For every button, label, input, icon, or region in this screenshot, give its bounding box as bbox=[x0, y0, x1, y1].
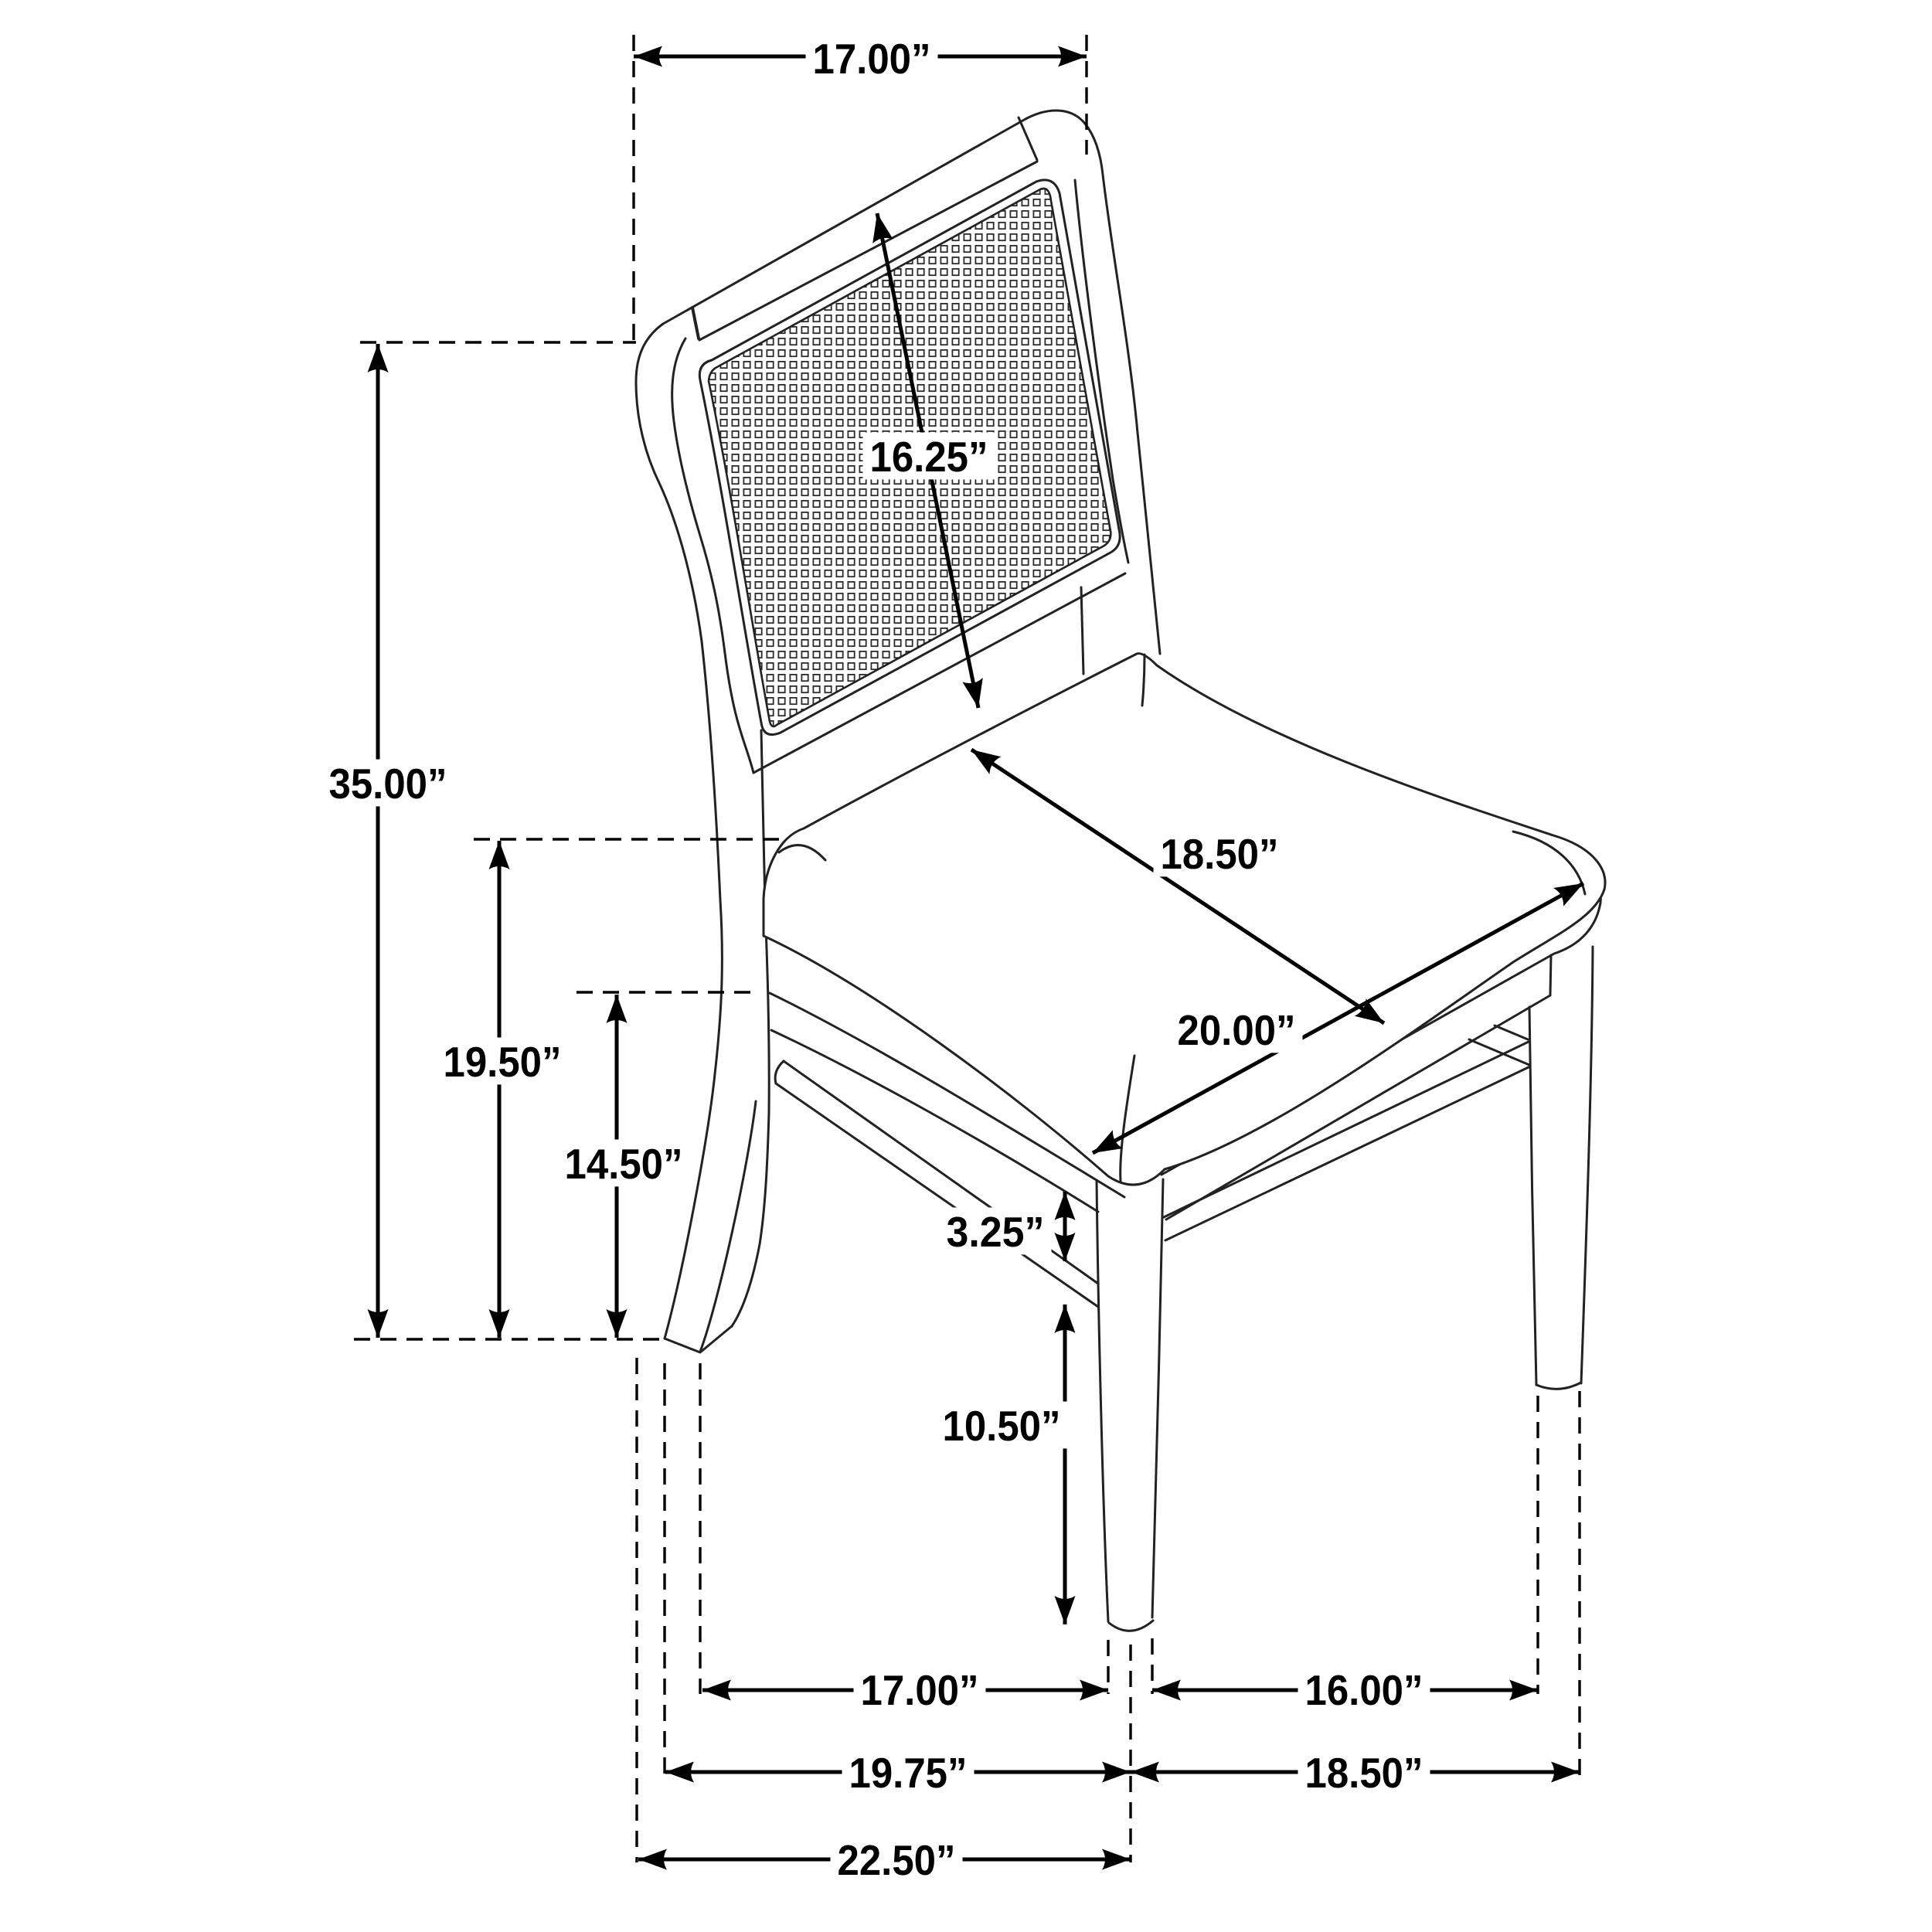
svg-text:19.75”: 19.75” bbox=[849, 1749, 968, 1797]
svg-text:19.50”: 19.50” bbox=[444, 1038, 562, 1086]
svg-text:22.50”: 22.50” bbox=[838, 1836, 956, 1884]
svg-text:17.00”: 17.00” bbox=[861, 1666, 979, 1714]
svg-text:18.50”: 18.50” bbox=[1305, 1749, 1423, 1797]
svg-text:16.25”: 16.25” bbox=[870, 433, 988, 481]
svg-text:3.25”: 3.25” bbox=[947, 1208, 1045, 1256]
svg-text:35.00”: 35.00” bbox=[329, 760, 447, 808]
svg-text:18.50”: 18.50” bbox=[1161, 830, 1279, 878]
svg-text:16.00”: 16.00” bbox=[1305, 1666, 1423, 1714]
svg-text:10.50”: 10.50” bbox=[943, 1402, 1061, 1450]
svg-text:17.00”: 17.00” bbox=[813, 35, 931, 83]
svg-text:14.50”: 14.50” bbox=[565, 1140, 683, 1188]
svg-text:20.00”: 20.00” bbox=[1178, 1006, 1296, 1054]
